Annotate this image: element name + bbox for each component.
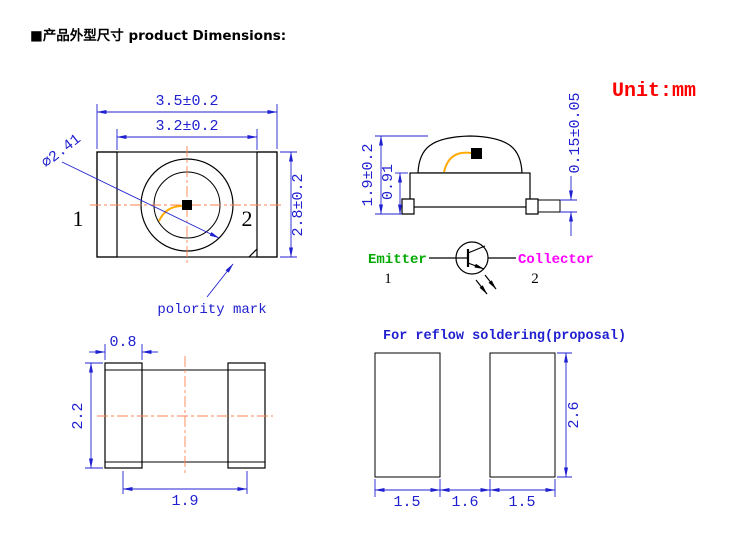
schematic-pin1-number: 1 <box>384 271 392 287</box>
bottom-view-dimension-lines <box>85 344 248 494</box>
bond-wire-side <box>443 151 472 173</box>
dim-standoff-label: 0.15±0.05 <box>567 92 584 173</box>
bond-wire <box>158 205 183 222</box>
schematic-pin2-number: 2 <box>531 271 539 287</box>
polarity-mark-label: polority mark <box>157 302 266 318</box>
side-view-dimension-lines <box>375 135 577 236</box>
light-arrow-1 <box>475 279 488 295</box>
polarity-notch <box>248 248 258 258</box>
dim-base-height-label: 0.91 <box>380 164 397 200</box>
right-terminal-pad <box>256 151 278 258</box>
lens-dome <box>417 135 523 174</box>
dim-left-pad-width-label: 1.5 <box>393 494 420 511</box>
dim-pitch-label: 1.9 <box>171 493 198 510</box>
bottom-centerlines <box>97 356 273 476</box>
dim-right-pad-width-label: 1.5 <box>508 494 535 511</box>
package-base <box>409 172 531 208</box>
side-view: 1.9±0.2 0.91 0.15±0.05 <box>360 92 584 236</box>
emitter-label: Emitter <box>368 252 427 268</box>
light-arrow-2 <box>484 274 497 290</box>
reflow-title: For reflow soldering(proposal) <box>383 329 626 344</box>
unit-label: Unit:mm <box>612 80 696 103</box>
collector-label: Collector <box>518 252 594 268</box>
dim-reflow-pad-height-label: 2.6 <box>566 401 583 428</box>
top-view: 3.5±0.2 3.2±0.2 2.8±0.2 ∅2.41 1 2 polori… <box>39 93 307 318</box>
bottom-view: 0.8 2.2 1.9 <box>70 334 273 510</box>
transistor-collector-line <box>467 245 486 254</box>
left-lead-foot <box>401 198 415 215</box>
dim-total-height-label: 1.9±0.2 <box>360 143 377 206</box>
pin1-number: 1 <box>73 206 84 231</box>
pin2-number: 2 <box>242 206 253 231</box>
reflow-left-pad <box>374 352 441 478</box>
top-view-dimension-lines <box>61 104 297 298</box>
left-terminal-pad <box>96 151 118 258</box>
reflow-right-pad <box>489 352 556 478</box>
reflow-dimension-lines <box>374 352 572 497</box>
chip-die-side <box>471 148 482 159</box>
right-lead-foot <box>525 198 539 215</box>
chip-die <box>182 200 192 210</box>
dim-inner-width-label: 3.2±0.2 <box>155 118 218 135</box>
terminal-cross-section <box>537 199 561 213</box>
dim-pad-height-label: 2.2 <box>70 402 87 429</box>
transistor-emitter-arrow <box>467 262 485 270</box>
dim-outer-width-label: 3.5±0.2 <box>155 93 218 110</box>
bottom-left-pad <box>104 362 143 469</box>
dim-pad-width-label: 0.8 <box>109 334 136 351</box>
schematic-symbol: Emitter Collector 1 2 <box>368 241 594 295</box>
bottom-right-pad <box>227 362 266 469</box>
reflow-soldering: For reflow soldering(proposal) 1.5 1.6 1… <box>374 329 626 511</box>
section-title: ■产品外型尺寸 product Dimensions: <box>30 27 286 44</box>
dim-height-label: 2.8±0.2 <box>290 173 307 236</box>
dim-gap-label: 1.6 <box>451 494 478 511</box>
